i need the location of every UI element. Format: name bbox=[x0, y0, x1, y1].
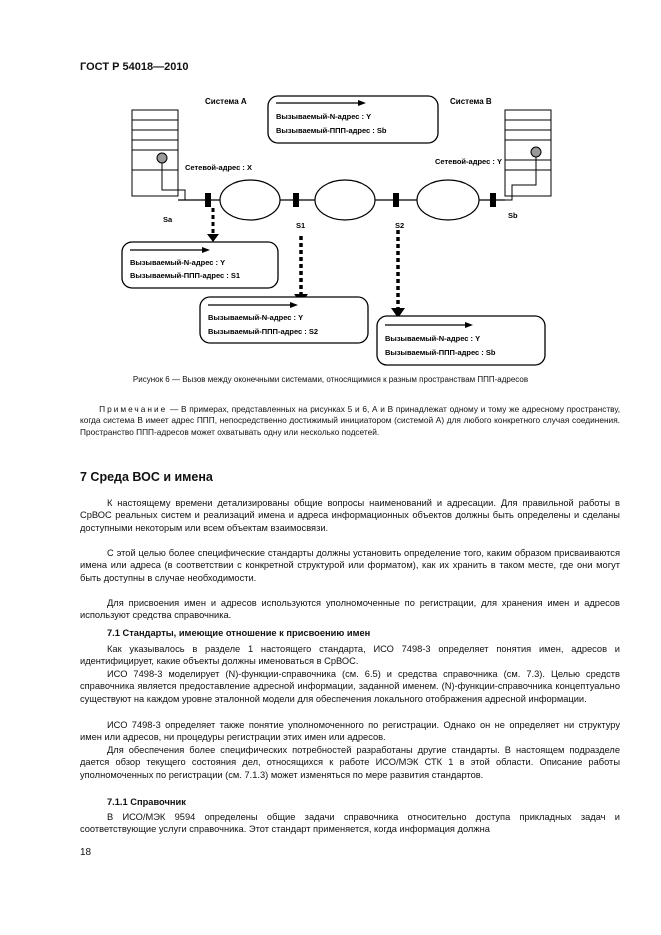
system-a-label: Система А bbox=[205, 97, 247, 106]
net-addr-a: Сетевой-адрес : X bbox=[185, 163, 252, 172]
page-number: 18 bbox=[80, 847, 92, 858]
section-7-1-p2: ИСО 7498-3 моделирует (N)-функции-справо… bbox=[80, 669, 620, 704]
subnet-3 bbox=[416, 179, 480, 221]
node-sa-label: Sa bbox=[163, 215, 173, 224]
box-top-line1: Вызываемый-N-адрес : Y bbox=[276, 112, 371, 121]
figure-note: Примечание — В примерах, представленных … bbox=[80, 404, 620, 438]
box-s2-line1: Вызываемый-N-адрес : Y bbox=[208, 313, 303, 322]
figure-diagram: Система А Сетевой-адрес : X Sa Система В… bbox=[121, 95, 552, 366]
section-7-title: 7 Среда ВОС и имена bbox=[80, 470, 213, 484]
message-box-top: Вызываемый-N-адрес : Y Вызываемый-ППП-ад… bbox=[267, 95, 439, 144]
node-sb bbox=[490, 193, 496, 207]
node-s2 bbox=[393, 193, 399, 207]
box-s1-line2: Вызываемый-ППП-адрес : S1 bbox=[130, 271, 240, 280]
section-7-p3: Для присвоения имен и адресов используют… bbox=[80, 598, 620, 621]
box-top-line2: Вызываемый-ППП-адрес : Sb bbox=[276, 126, 387, 135]
box-sb-line2: Вызываемый-ППП-адрес : Sb bbox=[385, 348, 496, 357]
box-sb-line1: Вызываемый-N-адрес : Y bbox=[385, 334, 480, 343]
box-s2-line2: Вызываемый-ППП-адрес : S2 bbox=[208, 327, 318, 336]
section-7-1-p4: Для обеспечения более специфических потр… bbox=[80, 745, 620, 780]
section-7-1-title: 7.1 Стандарты, имеющие отношение к присв… bbox=[107, 628, 371, 638]
section-7-p1: К настоящему времени детализированы общи… bbox=[80, 498, 620, 533]
note-label: Примечание bbox=[99, 404, 168, 414]
document-header: ГОСТ Р 54018—2010 bbox=[80, 61, 189, 73]
node-s1-label: S1 bbox=[296, 221, 305, 230]
subnet-1 bbox=[219, 179, 281, 221]
section-7-1-p3: ИСО 7498-3 определяет также понятие упол… bbox=[80, 720, 620, 743]
message-box-s1: Вызываемый-N-адрес : Y Вызываемый-ППП-ад… bbox=[121, 241, 279, 289]
node-s1 bbox=[293, 193, 299, 207]
node-sb-label: Sb bbox=[508, 211, 518, 220]
system-a-terminal bbox=[131, 109, 206, 201]
message-box-s2: Вызываемый-N-адрес : Y Вызываемый-ППП-ад… bbox=[199, 296, 369, 344]
section-7-1-1-title: 7.1.1 Справочник bbox=[107, 797, 186, 807]
box-s1-line1: Вызываемый-N-адрес : Y bbox=[130, 258, 225, 267]
node-sa bbox=[205, 193, 211, 207]
system-b-terminal bbox=[496, 109, 552, 201]
section-7-p2: С этой целью более специфические стандар… bbox=[80, 548, 620, 583]
message-box-sb: Вызываемый-N-адрес : Y Вызываемый-ППП-ад… bbox=[376, 315, 546, 366]
node-s2-label: S2 bbox=[395, 221, 404, 230]
net-addr-b: Сетевой-адрес : Y bbox=[435, 157, 502, 166]
system-b-label: Система В bbox=[450, 97, 492, 106]
section-7-1-p1: Как указывалось в разделе 1 настоящего с… bbox=[80, 644, 620, 667]
figure-caption: Рисунок 6 — Вызов между оконечными систе… bbox=[132, 375, 529, 384]
note-text: — В примерах, представленных на рисунках… bbox=[80, 404, 620, 437]
section-7-1-1-p1: В ИСО/МЭК 9594 определены общие задачи с… bbox=[80, 812, 620, 835]
subnet-2 bbox=[314, 179, 376, 221]
